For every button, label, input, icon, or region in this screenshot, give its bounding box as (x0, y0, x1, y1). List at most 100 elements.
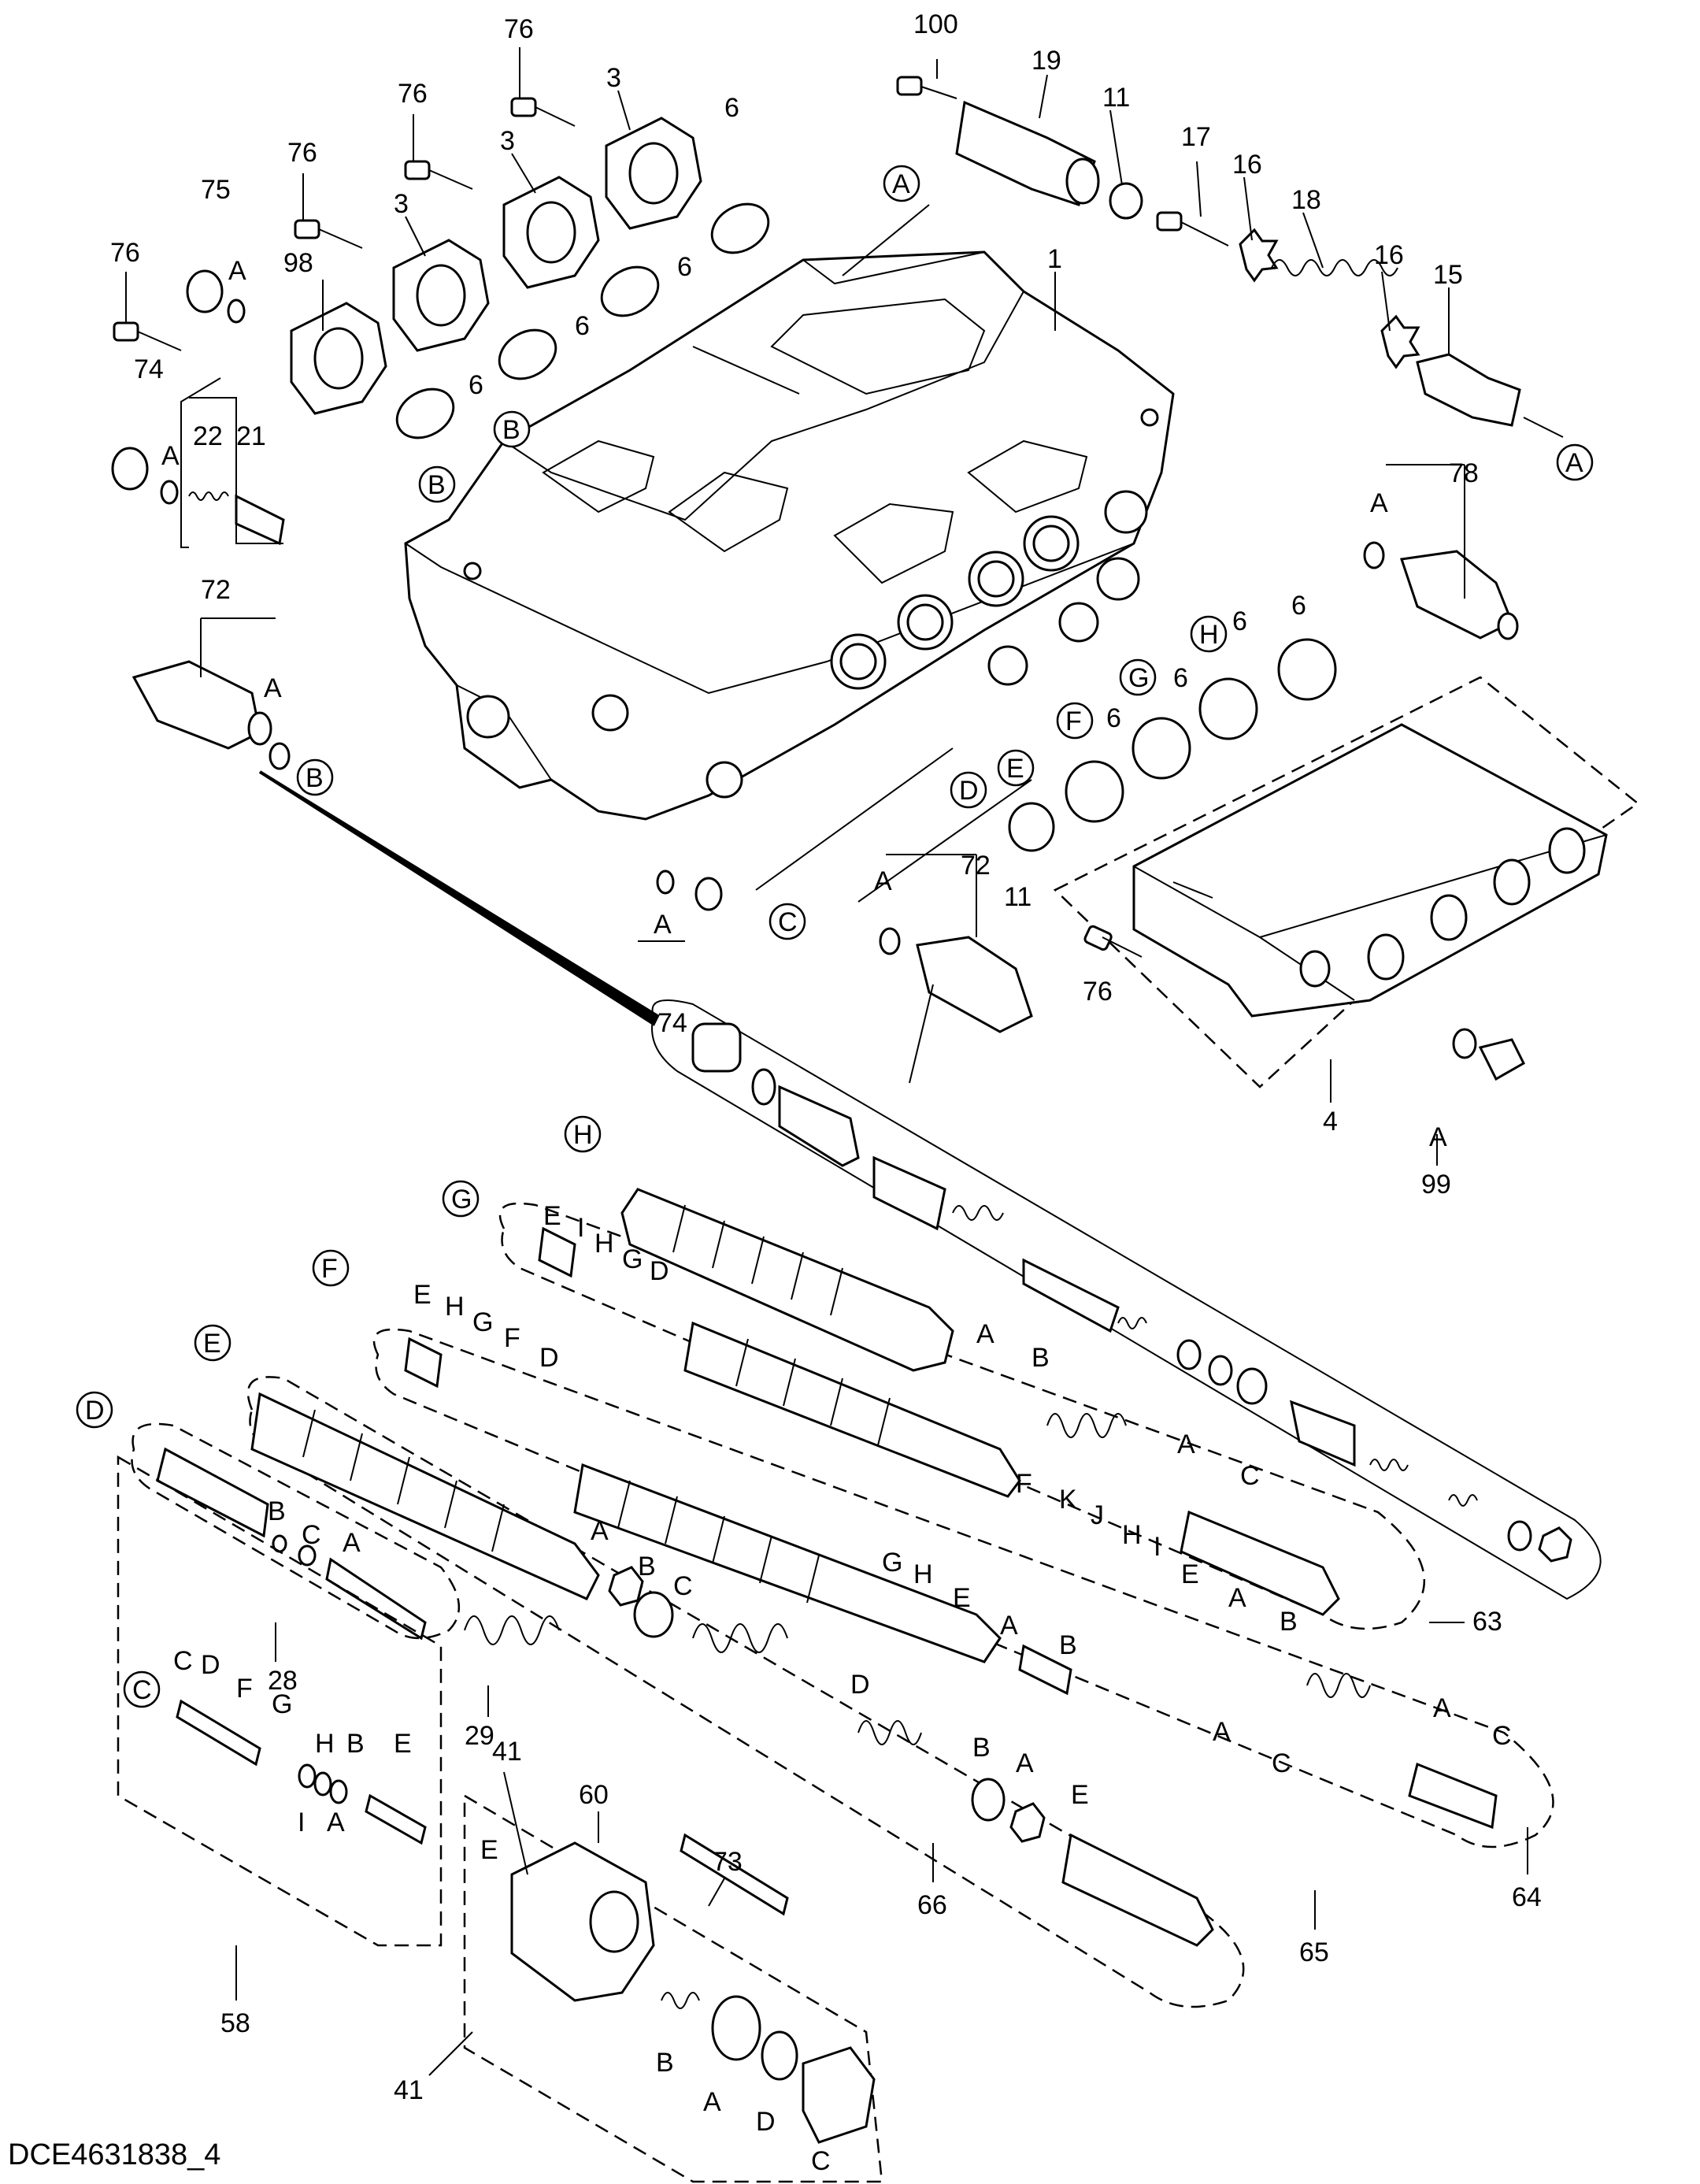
callout-63: 63 (1472, 1607, 1502, 1637)
bolts-76 (113, 97, 1143, 958)
callout-6: 6 (1173, 663, 1188, 693)
callout-22: 22 (193, 421, 223, 451)
callout-6: 6 (1291, 591, 1306, 621)
callout-76: 76 (398, 79, 428, 109)
letter-a: A (976, 1319, 994, 1349)
circle-ref-b: B (306, 763, 324, 793)
callout-17: 17 (1181, 122, 1211, 152)
callout-6: 6 (575, 311, 590, 341)
callout-64: 64 (1512, 1882, 1542, 1912)
callout-29: 29 (465, 1721, 494, 1751)
callout-16: 16 (1374, 240, 1404, 270)
callout-66: 66 (917, 1890, 947, 1920)
callout-6: 6 (677, 252, 692, 282)
letter-a: A (327, 1808, 345, 1837)
callout-72: 72 (961, 851, 991, 881)
circle-ref-h: H (1199, 620, 1219, 650)
callout-21: 21 (236, 421, 266, 451)
spool-assembly-d (131, 1422, 560, 1645)
letter-a: A (228, 256, 246, 286)
callout-28: 28 (268, 1666, 298, 1696)
letter-d: D (650, 1256, 669, 1286)
callout-100: 100 (913, 9, 958, 39)
assembly-58 (117, 1455, 443, 1947)
circle-ref-d: D (85, 1396, 105, 1426)
callout-41: 41 (394, 2075, 424, 2105)
callout-16: 16 (1232, 150, 1262, 180)
circle-ref-c: C (132, 1675, 152, 1705)
letter-d: D (201, 1650, 220, 1680)
covers (290, 117, 702, 415)
pointer-wedge (258, 770, 660, 1026)
letter-k: K (1059, 1485, 1077, 1515)
circled-references: A A B B B C C D D E E F F G G H H (76, 165, 1594, 1708)
letter-a: A (1016, 1748, 1034, 1778)
circle-ref-b: B (502, 415, 520, 445)
letter-j: J (1091, 1500, 1104, 1530)
circle-ref-f: F (321, 1254, 338, 1284)
callout-65: 65 (1299, 1937, 1329, 1967)
callout-3: 3 (394, 189, 409, 219)
letter-a: A (1228, 1583, 1246, 1613)
letter-b: B (656, 2048, 674, 2078)
callout-74: 74 (134, 354, 164, 384)
letter-h: H (913, 1559, 933, 1589)
letter-c: C (811, 2146, 831, 2176)
callout-1: 1 (1047, 244, 1062, 274)
circle-ref-c: C (778, 907, 798, 937)
letter-g: G (272, 1689, 292, 1719)
callout-76: 76 (110, 238, 140, 268)
circle-ref-a: A (892, 169, 910, 199)
letter-e: E (480, 1835, 498, 1865)
letter-c: C (673, 1571, 693, 1601)
callout-18: 18 (1291, 185, 1321, 215)
callout-11: 11 (1102, 83, 1130, 113)
letter-a: A (874, 866, 892, 896)
valve-body (404, 250, 1175, 821)
letter-g: G (882, 1548, 902, 1578)
letter-e: E (953, 1583, 971, 1613)
letter-a: A (161, 441, 180, 471)
circle-ref-e: E (203, 1329, 221, 1359)
letter-a: A (264, 673, 282, 703)
callout-19: 19 (1031, 46, 1061, 76)
callout-6: 6 (1106, 703, 1121, 733)
letter-a: A (591, 1516, 609, 1546)
letter-a: A (654, 910, 672, 940)
letter-a: A (1000, 1611, 1018, 1641)
relief-valve-78 (1363, 541, 1519, 640)
circle-ref-e: E (1006, 754, 1024, 784)
callout-76: 76 (1083, 977, 1113, 1007)
leader-lines (125, 47, 1564, 2076)
letter-c: C (173, 1646, 193, 1676)
part-4-block (1053, 676, 1640, 1088)
callout-60: 60 (579, 1780, 609, 1810)
letter-b: B (1031, 1343, 1050, 1373)
spool-assembly-f (372, 1328, 1554, 1848)
letter-a: A (1429, 1122, 1447, 1152)
relief-valve-72-left (131, 660, 291, 770)
letter-d: D (850, 1670, 870, 1700)
callout-11: 11 (1004, 882, 1031, 912)
spool-assembly-e (246, 1376, 1245, 2008)
callout-74: 74 (657, 1008, 687, 1038)
circle-ref-f: F (1065, 706, 1082, 736)
document-id: DCE4631838_4 (8, 2138, 221, 2171)
circle-ref-b: B (428, 470, 446, 500)
letter-h: H (315, 1729, 335, 1759)
letter-e: E (394, 1729, 412, 1759)
callout-6: 6 (1232, 606, 1247, 636)
callout-15: 15 (1433, 260, 1463, 290)
letter-b: B (972, 1733, 991, 1763)
letter-f: F (1016, 1469, 1032, 1499)
spool-assembly-g (498, 1188, 1426, 1630)
callout-76: 76 (287, 138, 317, 168)
letter-i: I (298, 1808, 305, 1837)
callout-6: 6 (724, 93, 739, 123)
letter-g: G (472, 1307, 493, 1337)
letter-i: I (577, 1213, 584, 1243)
letter-h: H (594, 1229, 614, 1259)
circle-ref-g: G (1128, 663, 1149, 693)
letter-b: B (1059, 1630, 1077, 1660)
circle-ref-h: H (573, 1120, 593, 1150)
